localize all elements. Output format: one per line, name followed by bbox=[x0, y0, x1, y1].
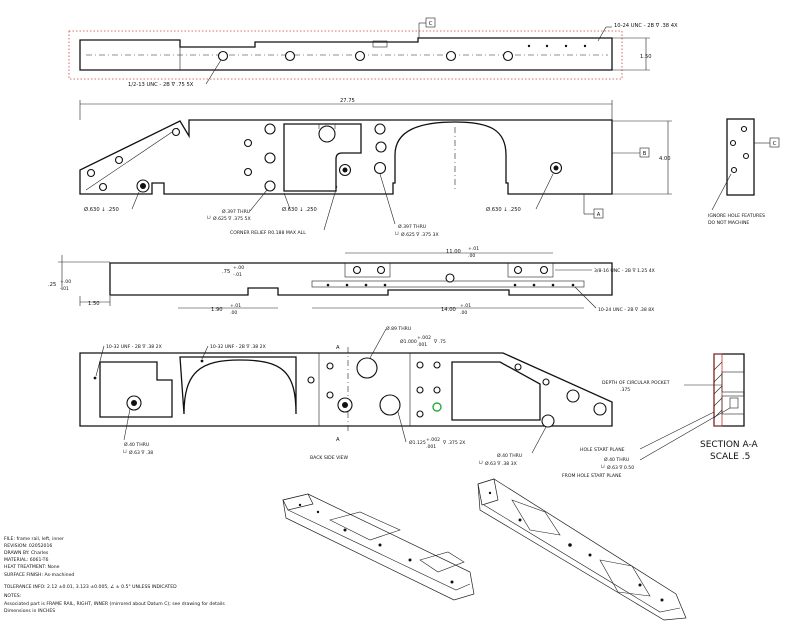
front-cb-right: Ø.630 ↓ .250 bbox=[486, 206, 521, 213]
bottom-tol-190-up: +.01 bbox=[230, 303, 241, 309]
title-line-file: FILE: frame rail, left, inner bbox=[4, 536, 64, 542]
isometric-view-left bbox=[282, 493, 475, 601]
back-hole-89: Ø.89 THRU bbox=[386, 325, 411, 332]
bottom-dim-150: 1.50 bbox=[88, 301, 100, 307]
bottom-dim-190: 1.90 bbox=[211, 307, 223, 313]
back-view-holes bbox=[93, 357, 607, 428]
datum-c-box bbox=[425, 17, 436, 28]
bottom-tol-190-dn: .00 bbox=[230, 310, 237, 316]
bottom-dim-1400: 14.00 bbox=[441, 307, 456, 313]
front-hole-thru-1: Ø.397 THRU bbox=[222, 208, 250, 215]
section-title: SECTION A-A bbox=[700, 440, 759, 450]
front-hole-thru-2: Ø.397 THRU bbox=[398, 223, 426, 230]
back-thread-1032-a: 10-32 UNF - 2B ∇ .38 2X bbox=[106, 344, 162, 350]
title-line-units: Dimensions in INCHES bbox=[4, 608, 55, 614]
back-thread-1032-b: 10-32 UNF - 2B ∇ .38 2X bbox=[210, 344, 266, 350]
side-view: C IGNORE HOLE FEATURES DO NOT MACHINE bbox=[708, 118, 780, 226]
back-depth-375: ∇ .375 2X bbox=[442, 440, 465, 446]
section-hole-start-plane: HOLE START PLANE bbox=[580, 447, 625, 453]
title-line-material: MATERIAL: 6061-T6 bbox=[4, 557, 48, 563]
bottom-tol-75-up: +.00 bbox=[233, 265, 244, 271]
title-line-heat: HEAT TREATMENT: None bbox=[4, 564, 60, 570]
front-corner-relief: CORNER RELIEF R0.188 MAX ALL bbox=[230, 230, 306, 236]
section-from-plane: FROM HOLE START PLANE bbox=[562, 473, 622, 479]
datum-c-label: C bbox=[429, 21, 433, 27]
bottom-view: 11.00 +.01 .00 .75 +.00 -.01 .25 +.00 -.… bbox=[48, 246, 655, 316]
top-height-dim: 1.50 bbox=[640, 54, 652, 60]
section-mark-bottom: A bbox=[336, 437, 340, 443]
bottom-tol-25-dn: -.01 bbox=[60, 286, 69, 292]
bottom-tol-1100-up: +.01 bbox=[468, 246, 479, 252]
top-view: C 1.50 10-24 UNC - 2B ∇ .38 4X 1/2-13 UN… bbox=[68, 17, 678, 88]
section-pocket-note: DEPTH OF CIRCULAR POCKET bbox=[602, 380, 670, 386]
bottom-tol-1100-dn: .00 bbox=[468, 253, 475, 259]
title-line-notes: NOTES: bbox=[4, 593, 22, 599]
title-line-tolerance: TOLERANCE INFO: 2.12 ±0.01, 3.123 ±0.005… bbox=[3, 584, 177, 590]
bottom-dim-25: .25 bbox=[48, 282, 56, 288]
back-side-view: A A 10-32 UNF - 2B ∇ .38 2X 10-32 UNF - … bbox=[79, 325, 613, 467]
title-line-associated: Associated part is FRAME RAIL, RIGHT, IN… bbox=[4, 601, 225, 607]
top-thread-left: 1/2-13 UNC - 2B ∇ .75 5X bbox=[128, 82, 194, 88]
title-line-revision: REVISION: 02052016 bbox=[4, 543, 52, 549]
back-view-label: BACK SIDE VIEW bbox=[310, 455, 348, 461]
front-length-dim: 27.75 bbox=[340, 98, 355, 104]
bottom-small-holes bbox=[326, 283, 575, 287]
back-hole-40-left: Ø.40 THRU bbox=[124, 441, 149, 448]
front-hole-thru-2-cb: └┘ Ø.625 ∇ .375 3X bbox=[394, 231, 439, 238]
section-pocket-depth: .375 bbox=[620, 387, 630, 393]
back-depth-75: ∇ .75 bbox=[433, 339, 446, 345]
back-tol-1000-up: +.002 bbox=[417, 335, 431, 341]
back-hole-40-right: Ø.40 THRU bbox=[497, 452, 522, 459]
top-thread-right: 10-24 UNC - 2B ∇ .38 4X bbox=[614, 23, 678, 29]
back-tol-1125-dn: .001 bbox=[426, 444, 436, 450]
bottom-dim-1100: 11.00 bbox=[446, 249, 461, 255]
title-line-finish: SURFACE FINISH: As-machined bbox=[4, 572, 74, 578]
bottom-thread-38: 3/8-16 UNC - 2B ∇ 1.25 4X bbox=[594, 268, 655, 274]
iso-left-holes bbox=[298, 503, 454, 584]
section-a-a: DEPTH OF CIRCULAR POCKET .375 HOLE START… bbox=[562, 353, 759, 479]
bottom-tol-1400-dn: .00 bbox=[460, 310, 467, 316]
bottom-tol-25-up: +.00 bbox=[60, 279, 71, 285]
back-hole-40-right-cb: └┘ Ø.63 ∇ .38 3X bbox=[478, 460, 517, 467]
title-line-drawn-by: DRAWN BY: Charles bbox=[4, 550, 49, 556]
datum-a-label: A bbox=[597, 212, 601, 218]
bottom-thread-1024: 10-24 UNC - 2B ∇ .38 8X bbox=[598, 307, 654, 313]
bottom-dim-75: .75 bbox=[222, 269, 230, 275]
front-height-dim: 4.00 bbox=[659, 156, 671, 162]
datum-b-label: B bbox=[643, 151, 647, 157]
front-cb-mid: Ø.630 ↓ .250 bbox=[282, 206, 317, 213]
bottom-tol-75-dn: -.01 bbox=[233, 272, 242, 278]
bottom-tol-1400-up: +.01 bbox=[460, 303, 471, 309]
front-hole-thru-1-cb: └┘ Ø.625 ∇ .375 5X bbox=[206, 215, 251, 222]
front-view-holes bbox=[86, 123, 563, 193]
section-mark-top: A bbox=[336, 345, 340, 351]
back-tol-1125-up: +.002 bbox=[426, 437, 440, 443]
datum-c-side-label: C bbox=[773, 141, 777, 147]
side-ignore-note-2: DO NOT MACHINE bbox=[708, 220, 749, 226]
top-view-holes bbox=[217, 44, 587, 62]
front-cb-left: Ø.630 ↓ .250 bbox=[84, 206, 119, 213]
section-hole-cb: └┘ Ø.63 ∇ 0.50 bbox=[600, 464, 634, 471]
back-hole-1000: Ø1.000 bbox=[400, 338, 417, 345]
side-ignore-note-1: IGNORE HOLE FEATURES bbox=[708, 213, 765, 219]
section-hole-thru: Ø.40 THRU bbox=[604, 456, 629, 463]
iso-right-holes bbox=[488, 491, 664, 602]
back-tol-1000-dn: .001 bbox=[417, 342, 427, 348]
isometric-view-right bbox=[477, 478, 687, 621]
back-hole-40-left-cb: └┘ Ø.63 ∇ .38 bbox=[122, 449, 153, 456]
title-block: FILE: frame rail, left, inner REVISION: … bbox=[3, 536, 225, 614]
front-view: 27.75 4.00 B A Ø.630 ↓ .250 Ø. bbox=[79, 98, 672, 238]
section-scale: SCALE .5 bbox=[710, 452, 750, 462]
back-hole-1125: Ø1.125 bbox=[409, 439, 426, 446]
